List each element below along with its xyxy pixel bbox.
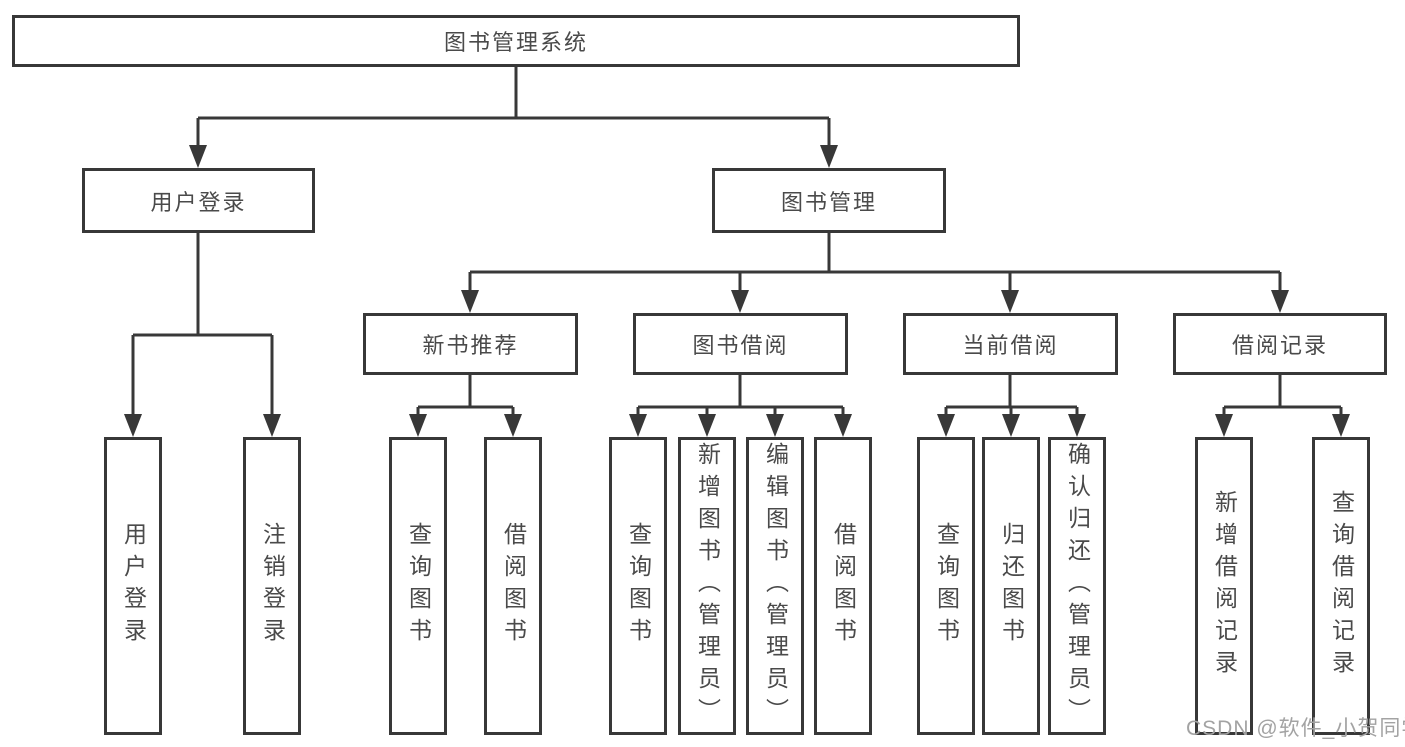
leaf-query-books-current: 查询图书 xyxy=(917,437,975,735)
leaf-query-books-recommend-label: 查询图书 xyxy=(405,522,432,650)
leaf-edit-book-admin: 编辑图书（管理员） xyxy=(746,437,804,735)
leaf-user-login: 用户登录 xyxy=(104,437,162,735)
leaf-confirm-return-admin: 确认归还（管理员） xyxy=(1048,437,1106,735)
node-book-management: 图书管理 xyxy=(712,168,946,233)
arrowhead xyxy=(731,290,749,313)
arrowhead xyxy=(698,414,716,437)
leaf-borrow-books-borrowing-label: 借阅图书 xyxy=(830,522,857,650)
leaf-edit-book-admin-label: 编辑图书（管理员） xyxy=(762,442,789,730)
arrowhead xyxy=(1068,414,1086,437)
arrowhead xyxy=(1332,414,1350,437)
node-user-login-label: 用户登录 xyxy=(150,189,247,215)
leaf-return-book-label: 归还图书 xyxy=(998,522,1025,650)
leaf-query-books-recommend: 查询图书 xyxy=(389,437,447,735)
leaf-query-borrow-record: 查询借阅记录 xyxy=(1312,437,1370,735)
node-current-borrowing-label: 当前借阅 xyxy=(962,333,1059,358)
arrowhead xyxy=(766,414,784,437)
leaf-query-books-borrowing-label: 查询图书 xyxy=(625,522,652,650)
connector-book-borrowing xyxy=(636,375,845,416)
connector-book-management xyxy=(468,233,1282,292)
arrowhead xyxy=(629,414,647,437)
leaf-borrow-books-borrowing: 借阅图书 xyxy=(814,437,872,735)
leaf-add-borrow-record-label: 新增借阅记录 xyxy=(1211,490,1238,682)
leaf-query-borrow-record-label: 查询借阅记录 xyxy=(1328,490,1355,682)
arrowhead xyxy=(820,145,838,168)
connector-borrowing-records xyxy=(1222,375,1343,416)
arrowhead xyxy=(1271,290,1289,313)
connector-root xyxy=(196,67,831,147)
leaf-user-login-label: 用户登录 xyxy=(120,522,147,650)
leaf-query-books-borrowing: 查询图书 xyxy=(609,437,667,735)
arrowhead xyxy=(1215,414,1233,437)
arrowhead xyxy=(124,414,142,437)
node-new-book-recommendation-label: 新书推荐 xyxy=(422,333,519,358)
node-borrowing-records: 借阅记录 xyxy=(1173,313,1387,375)
node-root: 图书管理系统 xyxy=(12,15,1020,67)
csdn-watermark: CSDN @软件_小贺同学 xyxy=(1186,717,1405,740)
leaf-confirm-return-admin-label: 确认归还（管理员） xyxy=(1064,442,1091,730)
node-new-book-recommendation: 新书推荐 xyxy=(363,313,578,375)
node-root-label: 图书管理系统 xyxy=(443,30,588,55)
leaf-return-book: 归还图书 xyxy=(982,437,1040,735)
arrowhead xyxy=(409,414,427,437)
arrowhead xyxy=(1002,414,1020,437)
connector-new-book-recommendation xyxy=(416,375,515,416)
node-book-borrowing-label: 图书借阅 xyxy=(692,333,789,358)
leaf-borrow-books-recommend: 借阅图书 xyxy=(484,437,542,735)
leaf-query-books-current-label: 查询图书 xyxy=(933,522,960,650)
arrowhead xyxy=(937,414,955,437)
arrowhead xyxy=(189,145,207,168)
arrowhead xyxy=(1001,290,1019,313)
leaf-add-book-admin: 新增图书（管理员） xyxy=(678,437,736,735)
leaf-logout: 注销登录 xyxy=(243,437,301,735)
node-user-login: 用户登录 xyxy=(82,168,315,233)
connector-user-login xyxy=(131,233,274,416)
leaf-add-book-admin-label: 新增图书（管理员） xyxy=(694,442,721,730)
node-book-management-label: 图书管理 xyxy=(780,189,877,215)
arrowhead xyxy=(461,290,479,313)
node-borrowing-records-label: 借阅记录 xyxy=(1231,333,1328,358)
arrowhead xyxy=(504,414,522,437)
node-book-borrowing: 图书借阅 xyxy=(633,313,848,375)
leaf-add-borrow-record: 新增借阅记录 xyxy=(1195,437,1253,735)
node-current-borrowing: 当前借阅 xyxy=(903,313,1118,375)
connector-current-borrowing xyxy=(944,375,1079,416)
arrowhead xyxy=(834,414,852,437)
leaf-logout-label: 注销登录 xyxy=(259,522,286,650)
leaf-borrow-books-recommend-label: 借阅图书 xyxy=(500,522,527,650)
arrowhead xyxy=(263,414,281,437)
